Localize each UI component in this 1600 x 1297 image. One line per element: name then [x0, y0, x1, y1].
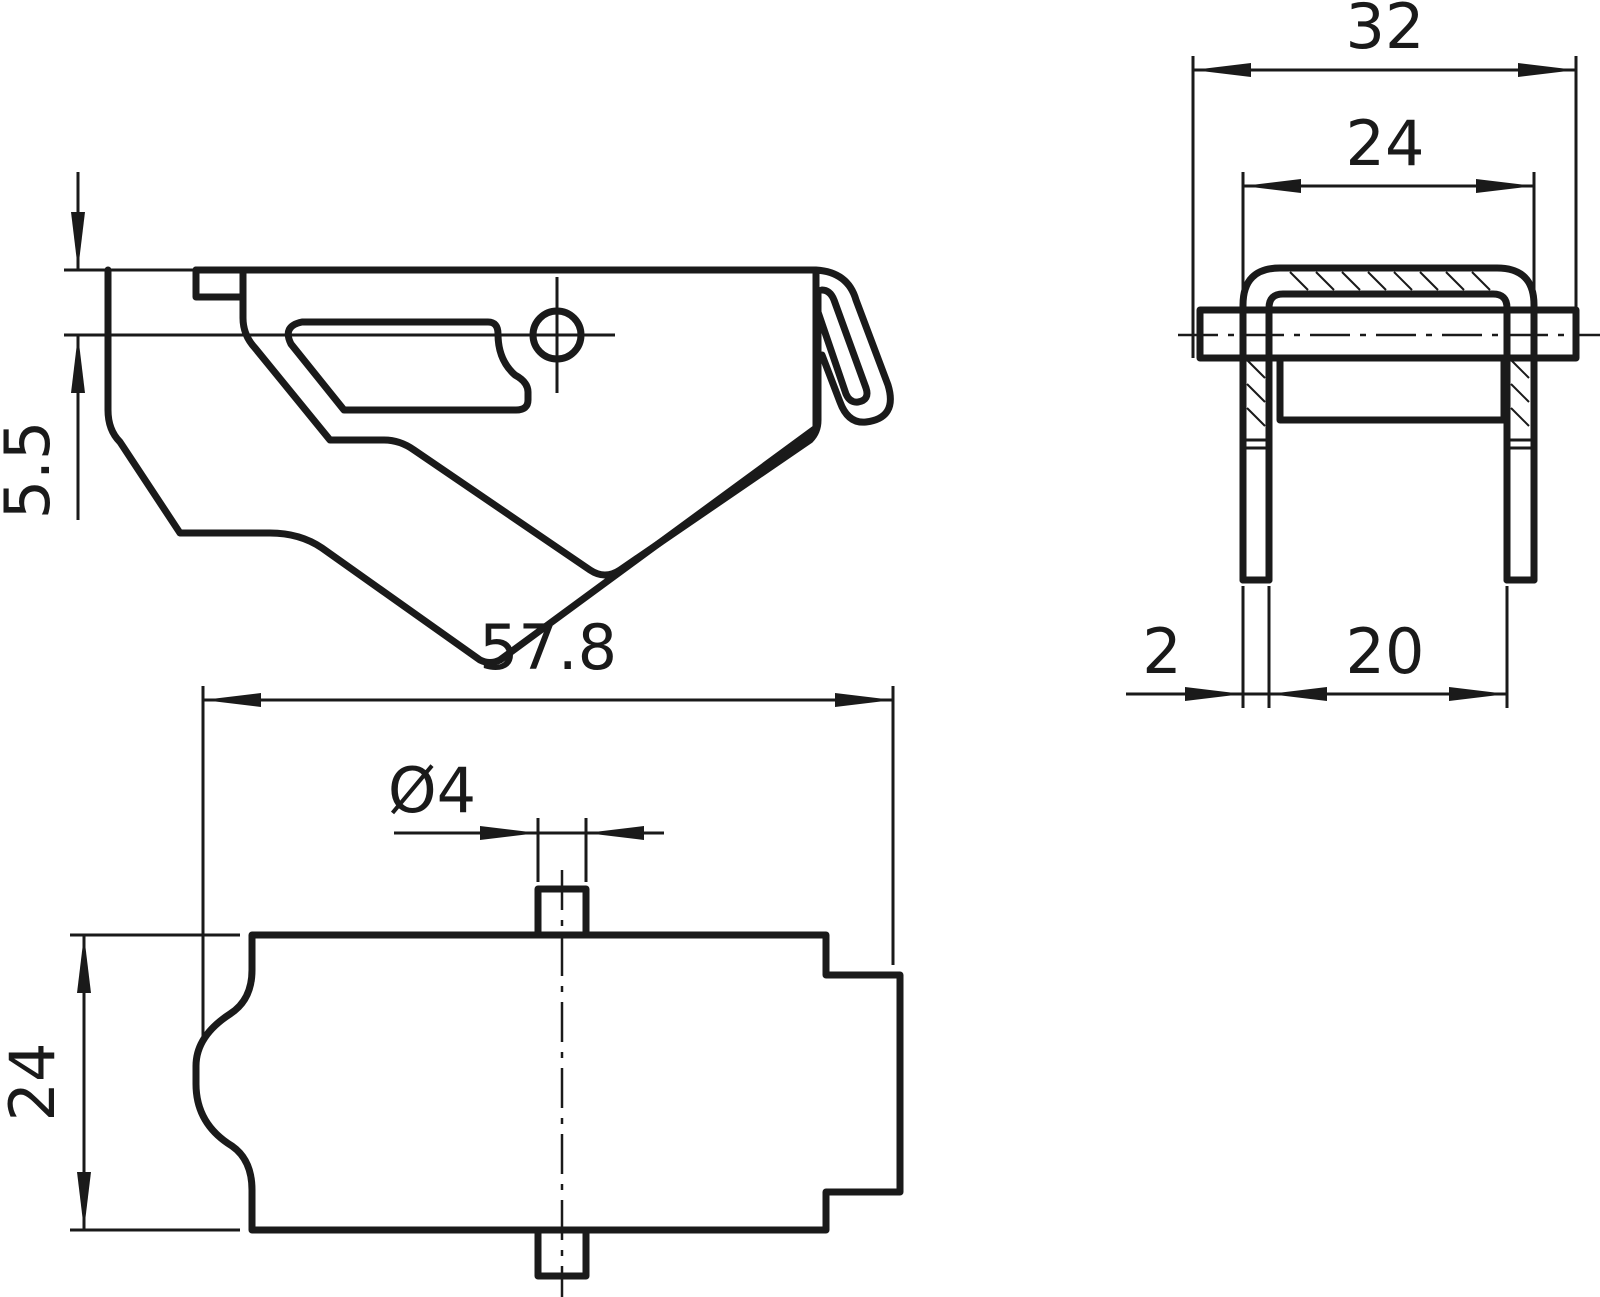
- front-view-gap-label: 20: [1346, 615, 1425, 688]
- top-view-hole-label: Ø4: [388, 754, 476, 827]
- front-view-inner-width-label: 24: [1346, 107, 1425, 180]
- side-view: 5.5: [0, 172, 894, 666]
- side-view-tab: [192, 266, 247, 301]
- front-view-outer-u: [1239, 264, 1538, 584]
- side-view-body-outline: [104, 266, 894, 666]
- front-view-inner-u: [1265, 290, 1511, 584]
- front-view-width-label: 32: [1346, 0, 1425, 63]
- front-view: 32 24 2 20: [1126, 0, 1600, 708]
- side-view-height-label: 5.5: [0, 421, 64, 520]
- front-view-roller: [1276, 354, 1508, 424]
- top-view-width-label: 24: [0, 1043, 69, 1122]
- top-view-outline: [192, 931, 904, 1234]
- side-view-arm-slot: [814, 286, 871, 406]
- top-view: 57.8 Ø4 24: [0, 611, 904, 1297]
- front-view-thickness-label: 2: [1142, 615, 1181, 688]
- side-view-slot: [284, 318, 532, 414]
- side-view-body-lower: [239, 286, 822, 579]
- top-view-length-label: 57.8: [479, 611, 617, 684]
- front-view-hatching: [1246, 271, 1530, 427]
